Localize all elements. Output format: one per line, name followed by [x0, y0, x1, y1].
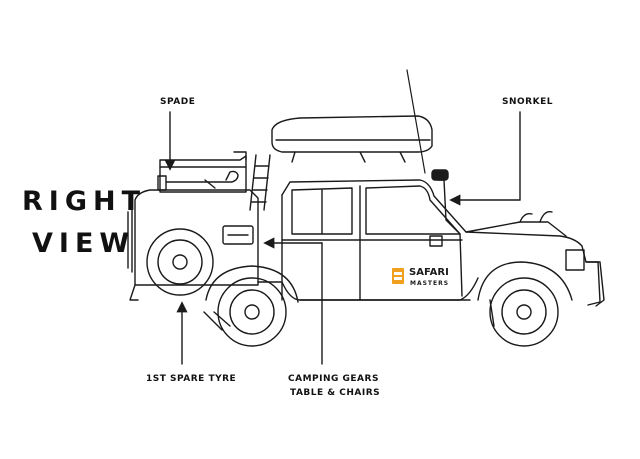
vehicle-body: [203, 179, 605, 331]
label-spare-tyre: 1ST SPARE TYRE: [146, 374, 237, 384]
ladder: [249, 154, 271, 211]
safari-masters-logo-icon: [392, 268, 404, 284]
view-title-line1: RIGHT: [22, 186, 147, 217]
antenna: [406, 69, 426, 174]
label-table-chairs: TABLE & CHAIRS: [290, 388, 381, 398]
label-camping-gears: CAMPING GEARS: [288, 374, 379, 384]
rear-canopy: [127, 151, 259, 301]
label-snorkel: SNORKEL: [502, 97, 553, 107]
snorkel: [431, 169, 459, 233]
side-mirror: [429, 235, 443, 247]
roof-tent: [271, 115, 433, 163]
spare-tyre: [146, 228, 214, 296]
logo-line2: MASTERS: [410, 280, 450, 287]
label-spade: SPADE: [160, 97, 196, 107]
spade-tool: [157, 170, 239, 191]
front-wheel: [489, 277, 559, 347]
rear-wheel: [217, 277, 287, 347]
view-title-line2: VIEW: [32, 228, 136, 259]
logo-line1: SAFARI: [409, 267, 449, 278]
